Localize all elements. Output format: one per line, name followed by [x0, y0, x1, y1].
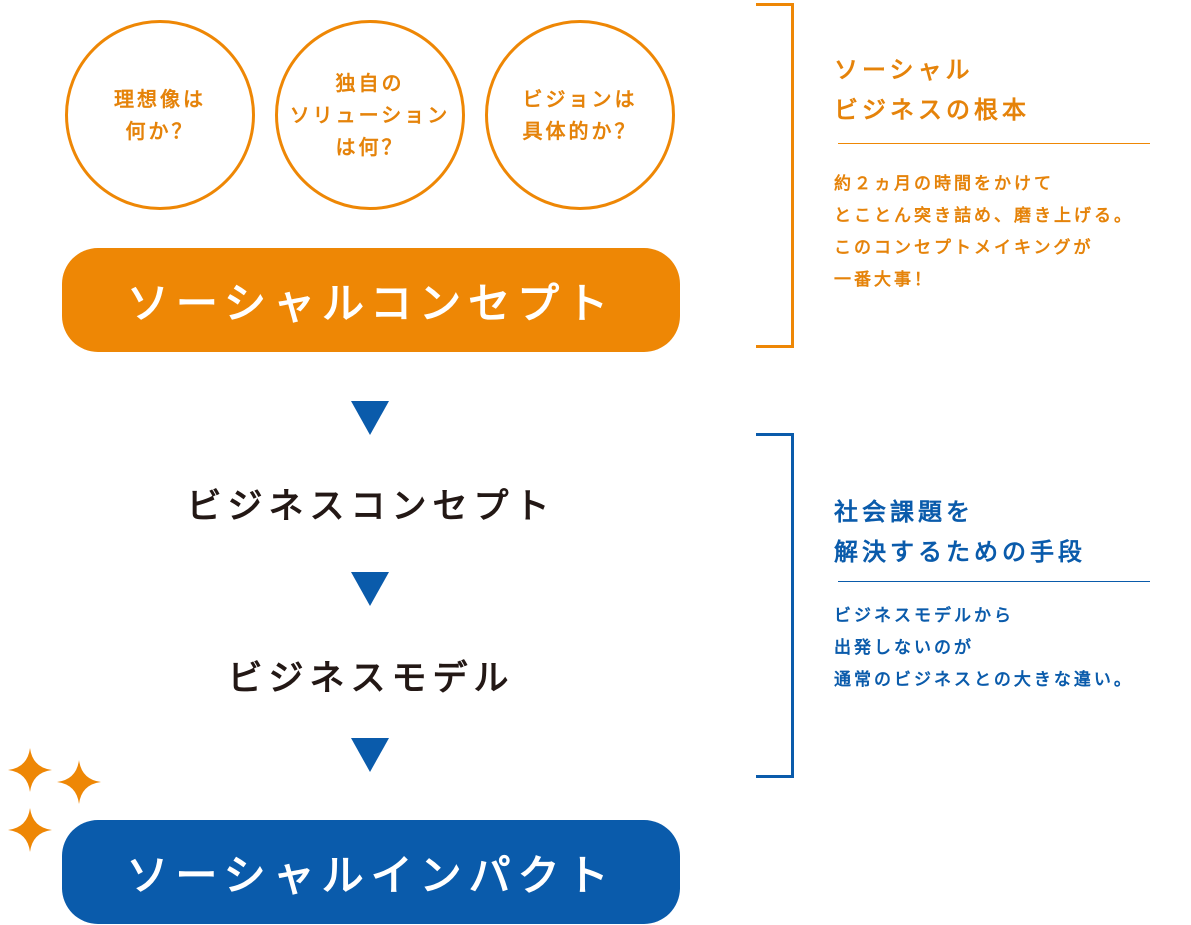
note-top-title: ソーシャル ビジネスの根本 — [834, 50, 1030, 130]
question-line: ビジョンは — [522, 87, 638, 111]
question-circle-solution: 独自の ソリューション は何？ — [275, 20, 465, 210]
question-line: 独自の — [335, 71, 405, 95]
note-bottom-title-line: 社会課題を — [834, 498, 974, 526]
note-bottom-body-line: ビジネスモデルから — [834, 606, 1014, 626]
question-line: 具体的か？ — [522, 119, 638, 143]
question-circle-vision: ビジョンは 具体的か？ — [485, 20, 675, 210]
note-top-body-line: 一番大事！ — [834, 270, 934, 290]
social-concept-pill: ソーシャルコンセプト — [62, 248, 680, 352]
sparkle-icon — [8, 748, 52, 792]
note-top-body-line: このコンセプトメイキングが — [834, 238, 1094, 258]
down-triangle-icon — [351, 401, 389, 435]
note-bottom-body-line: 通常のビジネスとの大きな違い。 — [834, 670, 1134, 690]
bracket-bottom — [756, 433, 794, 778]
note-top-body-line: とことん突き詰め、磨き上げる。 — [834, 206, 1134, 226]
note-top-body: 約２ヵ月の時間をかけて とことん突き詰め、磨き上げる。 このコンセプトメイキング… — [834, 168, 1134, 296]
note-bottom-title-line: 解決するための手段 — [834, 538, 1086, 566]
question-line: 何か？ — [125, 119, 195, 143]
note-top-body-line: 約２ヵ月の時間をかけて — [834, 174, 1054, 194]
social-impact-pill: ソーシャルインパクト — [62, 820, 680, 924]
sparkle-icon — [57, 760, 101, 804]
question-line: は何？ — [335, 135, 405, 159]
note-top-title-line: ソーシャル — [834, 56, 974, 84]
down-triangle-icon — [351, 572, 389, 606]
note-bottom-body-line: 出発しないのが — [834, 638, 974, 658]
question-line: 理想像は — [114, 87, 206, 111]
note-top-title-line: ビジネスの根本 — [834, 96, 1030, 124]
note-top-divider — [838, 143, 1150, 144]
business-model-label: ビジネスモデル — [227, 659, 515, 699]
note-bottom-divider — [838, 581, 1150, 582]
question-line: ソリューション — [289, 103, 451, 127]
down-triangle-icon — [351, 738, 389, 772]
question-circle-ideal: 理想像は 何か？ — [65, 20, 255, 210]
note-bottom-title: 社会課題を 解決するための手段 — [834, 492, 1086, 572]
business-concept-label: ビジネスコンセプト — [186, 487, 556, 527]
note-bottom-body: ビジネスモデルから 出発しないのが 通常のビジネスとの大きな違い。 — [834, 600, 1134, 696]
sparkle-icon — [8, 808, 52, 852]
bracket-top — [756, 3, 794, 348]
